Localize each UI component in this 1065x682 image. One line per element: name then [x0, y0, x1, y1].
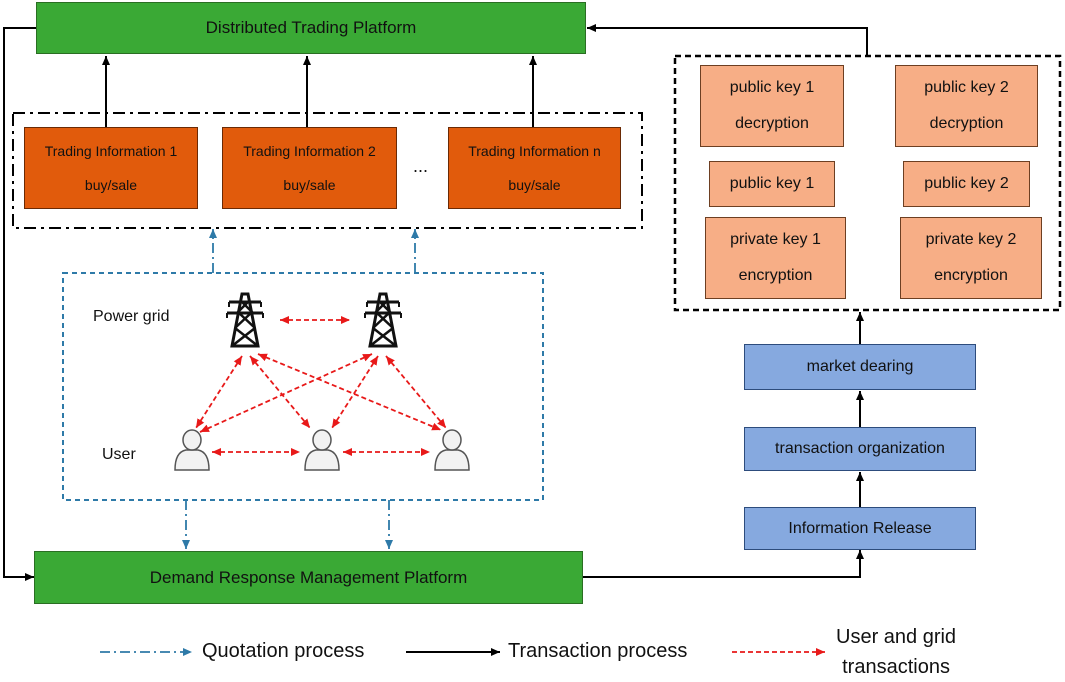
key-line: public key 1 [729, 79, 815, 96]
demand-response-platform: Demand Response Management Platform [34, 551, 583, 604]
trading-info-sub: buy/sale [84, 177, 138, 193]
key-line: public key 2 [924, 79, 1009, 96]
transaction-organization-label: transaction organization [775, 440, 945, 457]
key-line: private key 2 [925, 231, 1017, 248]
user-icon [174, 429, 210, 471]
legend-user-grid-label: User and grid transactions [836, 622, 956, 682]
trading-info-title: Trading Information 2 [243, 143, 376, 159]
power-grid-label: Power grid [93, 308, 170, 325]
information-release-box: Information Release [744, 507, 976, 550]
private-key-1-encryption: private key 1 encryption [705, 217, 846, 299]
trading-info-ellipsis: ... [413, 156, 429, 176]
public-key-1-decryption: public key 1 decryption [700, 65, 844, 147]
distributed-trading-platform-label: Distributed Trading Platform [205, 18, 417, 37]
trading-info-sub: buy/sale [283, 177, 336, 193]
trading-info-sub: buy/sale [508, 177, 561, 193]
user-label: User [102, 446, 136, 463]
public-key-2-decryption: public key 2 decryption [895, 65, 1038, 147]
key-line: decryption [735, 115, 809, 132]
key-line: private key 1 [730, 231, 821, 248]
trading-info-1: Trading Information 1 buy/sale [24, 127, 198, 209]
user-grid-transactions [195, 316, 447, 456]
public-key-2: public key 2 [903, 161, 1030, 207]
key-line: public key 1 [729, 175, 815, 192]
user-icon [304, 429, 340, 471]
key-line: encryption [738, 267, 813, 284]
legend-user-grid-line-1: User and grid [836, 626, 957, 648]
distributed-trading-platform: Distributed Trading Platform [36, 2, 586, 54]
key-line: decryption [929, 115, 1004, 132]
information-release-label: Information Release [788, 519, 932, 537]
demand-response-platform-label: Demand Response Management Platform [149, 567, 468, 587]
public-key-1: public key 1 [709, 161, 835, 207]
power-tower-icon [225, 292, 265, 348]
key-line: public key 2 [924, 175, 1009, 192]
legend-transaction-label: Transaction process [508, 640, 688, 662]
power-tower-icon [363, 292, 403, 348]
trading-info-group-border [12, 112, 643, 229]
market-clearing-box: market dearing [744, 344, 976, 390]
market-clearing-label: market dearing [806, 358, 914, 375]
power-grid-group-border [62, 272, 544, 501]
legend-quotation-label: Quotation process [202, 640, 365, 662]
private-key-2-encryption: private key 2 encryption [900, 217, 1042, 299]
transaction-organization-box: transaction organization [744, 427, 976, 471]
legend-user-grid-line-2: transactions [842, 656, 950, 678]
trading-info-title: Trading Information n [468, 143, 601, 159]
user-icon [434, 429, 470, 471]
trading-info-n: Trading Information n buy/sale [448, 127, 621, 209]
trading-info-title: Trading Information 1 [44, 143, 178, 159]
trading-info-2: Trading Information 2 buy/sale [222, 127, 397, 209]
key-line: encryption [934, 267, 1008, 284]
